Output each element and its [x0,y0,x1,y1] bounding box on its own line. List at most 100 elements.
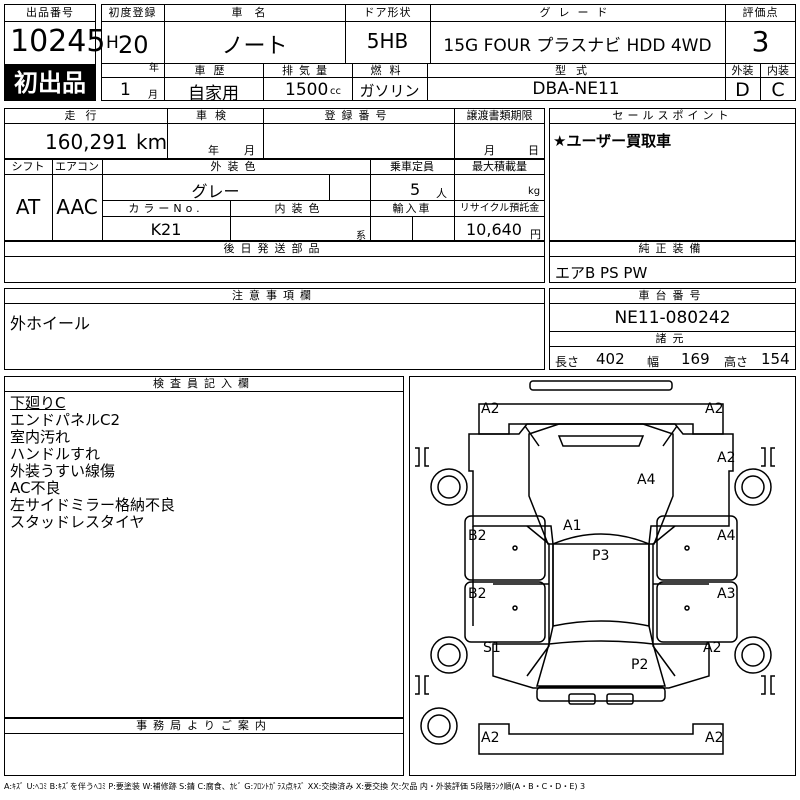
damage-mark: A1 [563,518,581,534]
damage-mark: P3 [592,548,609,564]
divider [725,4,726,101]
divider [370,159,371,200]
inspector-note: 下廻りC [10,394,66,412]
recycle-value: 10,640 [466,220,522,239]
bracket-right [761,675,775,695]
divider [760,63,761,101]
damage-mark: A2 [481,730,499,746]
door-value: 5HB [366,29,409,53]
height-value: 154 [761,350,790,368]
damage-mark: B2 [468,586,487,602]
divider [102,216,545,217]
divider [101,21,796,22]
color-label: 外装色 [210,160,262,173]
header-row1-frame [101,4,796,101]
right-rear-door [656,581,738,643]
left-front-door [464,515,546,581]
divider [102,159,103,241]
divider [4,391,404,392]
fuel-value: ガソリン [359,82,420,100]
model-label: 型式 [555,64,597,77]
height-label: 高さ [724,355,749,369]
reg-era: H [106,33,119,53]
divider [454,108,455,159]
damage-diagram-box [409,376,796,776]
inspector-note: エンドパネルC2 [10,411,121,429]
inspector-note: AC不良 [10,479,61,497]
wheel-rear-right [734,636,772,674]
seats-label: 乗車定員 [390,160,434,173]
divider [4,733,404,734]
divider [412,216,413,241]
reg-year-unit: 年 [149,63,159,74]
damage-mark: P2 [631,657,648,673]
model-value: DBA-NE11 [532,79,620,99]
disp-label: 排気量 [282,64,333,77]
chassis-label: 車台番号 [638,289,707,302]
score-value: 3 [751,25,770,58]
width-value: 169 [681,350,710,368]
wheel-front-left [430,468,468,506]
bracket-left [415,675,429,695]
office-box [4,718,404,776]
score-label: 評価点 [742,6,779,19]
equipment-value: エアB PS PW [555,264,648,282]
recycle-label: リサイクル預託金 [459,203,540,214]
divider [101,63,796,64]
inspection-month-unit: 月 [244,144,255,157]
shift-label: シフト [11,160,45,173]
windshield [557,435,645,447]
right-front-door [656,515,738,581]
damage-mark: A2 [705,401,723,417]
divider [101,77,796,78]
damage-mark: A3 [717,586,735,602]
regno-label: 登録番号 [324,109,393,122]
caution-text: 外ホイール [10,314,91,333]
divider [352,63,353,101]
damage-mark: B2 [468,528,487,544]
int-score: C [771,79,785,101]
divider [549,346,796,347]
transfer-month-unit: 月 [484,144,495,157]
colorno-value: K21 [150,220,182,239]
spec-label: 諸元 [655,332,690,345]
roof-outline [552,533,650,627]
divider [230,200,231,241]
shift-value: AT [15,195,41,219]
colorno-label: カラーNo. [128,202,204,215]
sales-text: ★ユーザー買取車 [553,132,672,150]
damage-mark: A4 [717,528,736,544]
ac-value: AAC [56,195,98,219]
length-label: 長さ [555,355,580,369]
first-listing-badge [4,65,96,101]
divider [263,63,264,101]
car-diagram: A2 A2 A2 A4 A1 B2 A4 P3 B2 A3 S1 A2 P2 A… [415,380,775,755]
seats-value: 5 [410,180,421,199]
damage-mark: A2 [717,450,735,466]
reg-month-unit: 月 [148,90,158,101]
caution-box [4,288,545,370]
divider [167,108,168,159]
divider [4,174,545,175]
import-label: 輸入車 [392,202,432,215]
divider [549,256,796,257]
sales-point-box [549,108,796,241]
first-listing-text: 初出品 [14,69,86,97]
load-unit: kg [528,186,541,197]
divider [549,123,796,124]
damage-mark: A2 [481,401,499,417]
ext-score: D [735,79,750,101]
inspection-label: 車検 [196,109,234,122]
color-value: グレー [191,182,240,201]
load-label: 最大積載量 [472,160,527,173]
inspector-note: 外装うすい線傷 [10,462,116,480]
equipment-label: 純正装備 [638,242,707,255]
divider [329,174,330,200]
rear-hatch [536,640,666,687]
divider [263,108,264,159]
int-label: 内装 [767,64,789,77]
width-label: 幅 [647,355,660,369]
history-label: 車歴 [194,64,233,77]
chassis-box [549,288,796,370]
mileage-unit: km [136,130,168,154]
